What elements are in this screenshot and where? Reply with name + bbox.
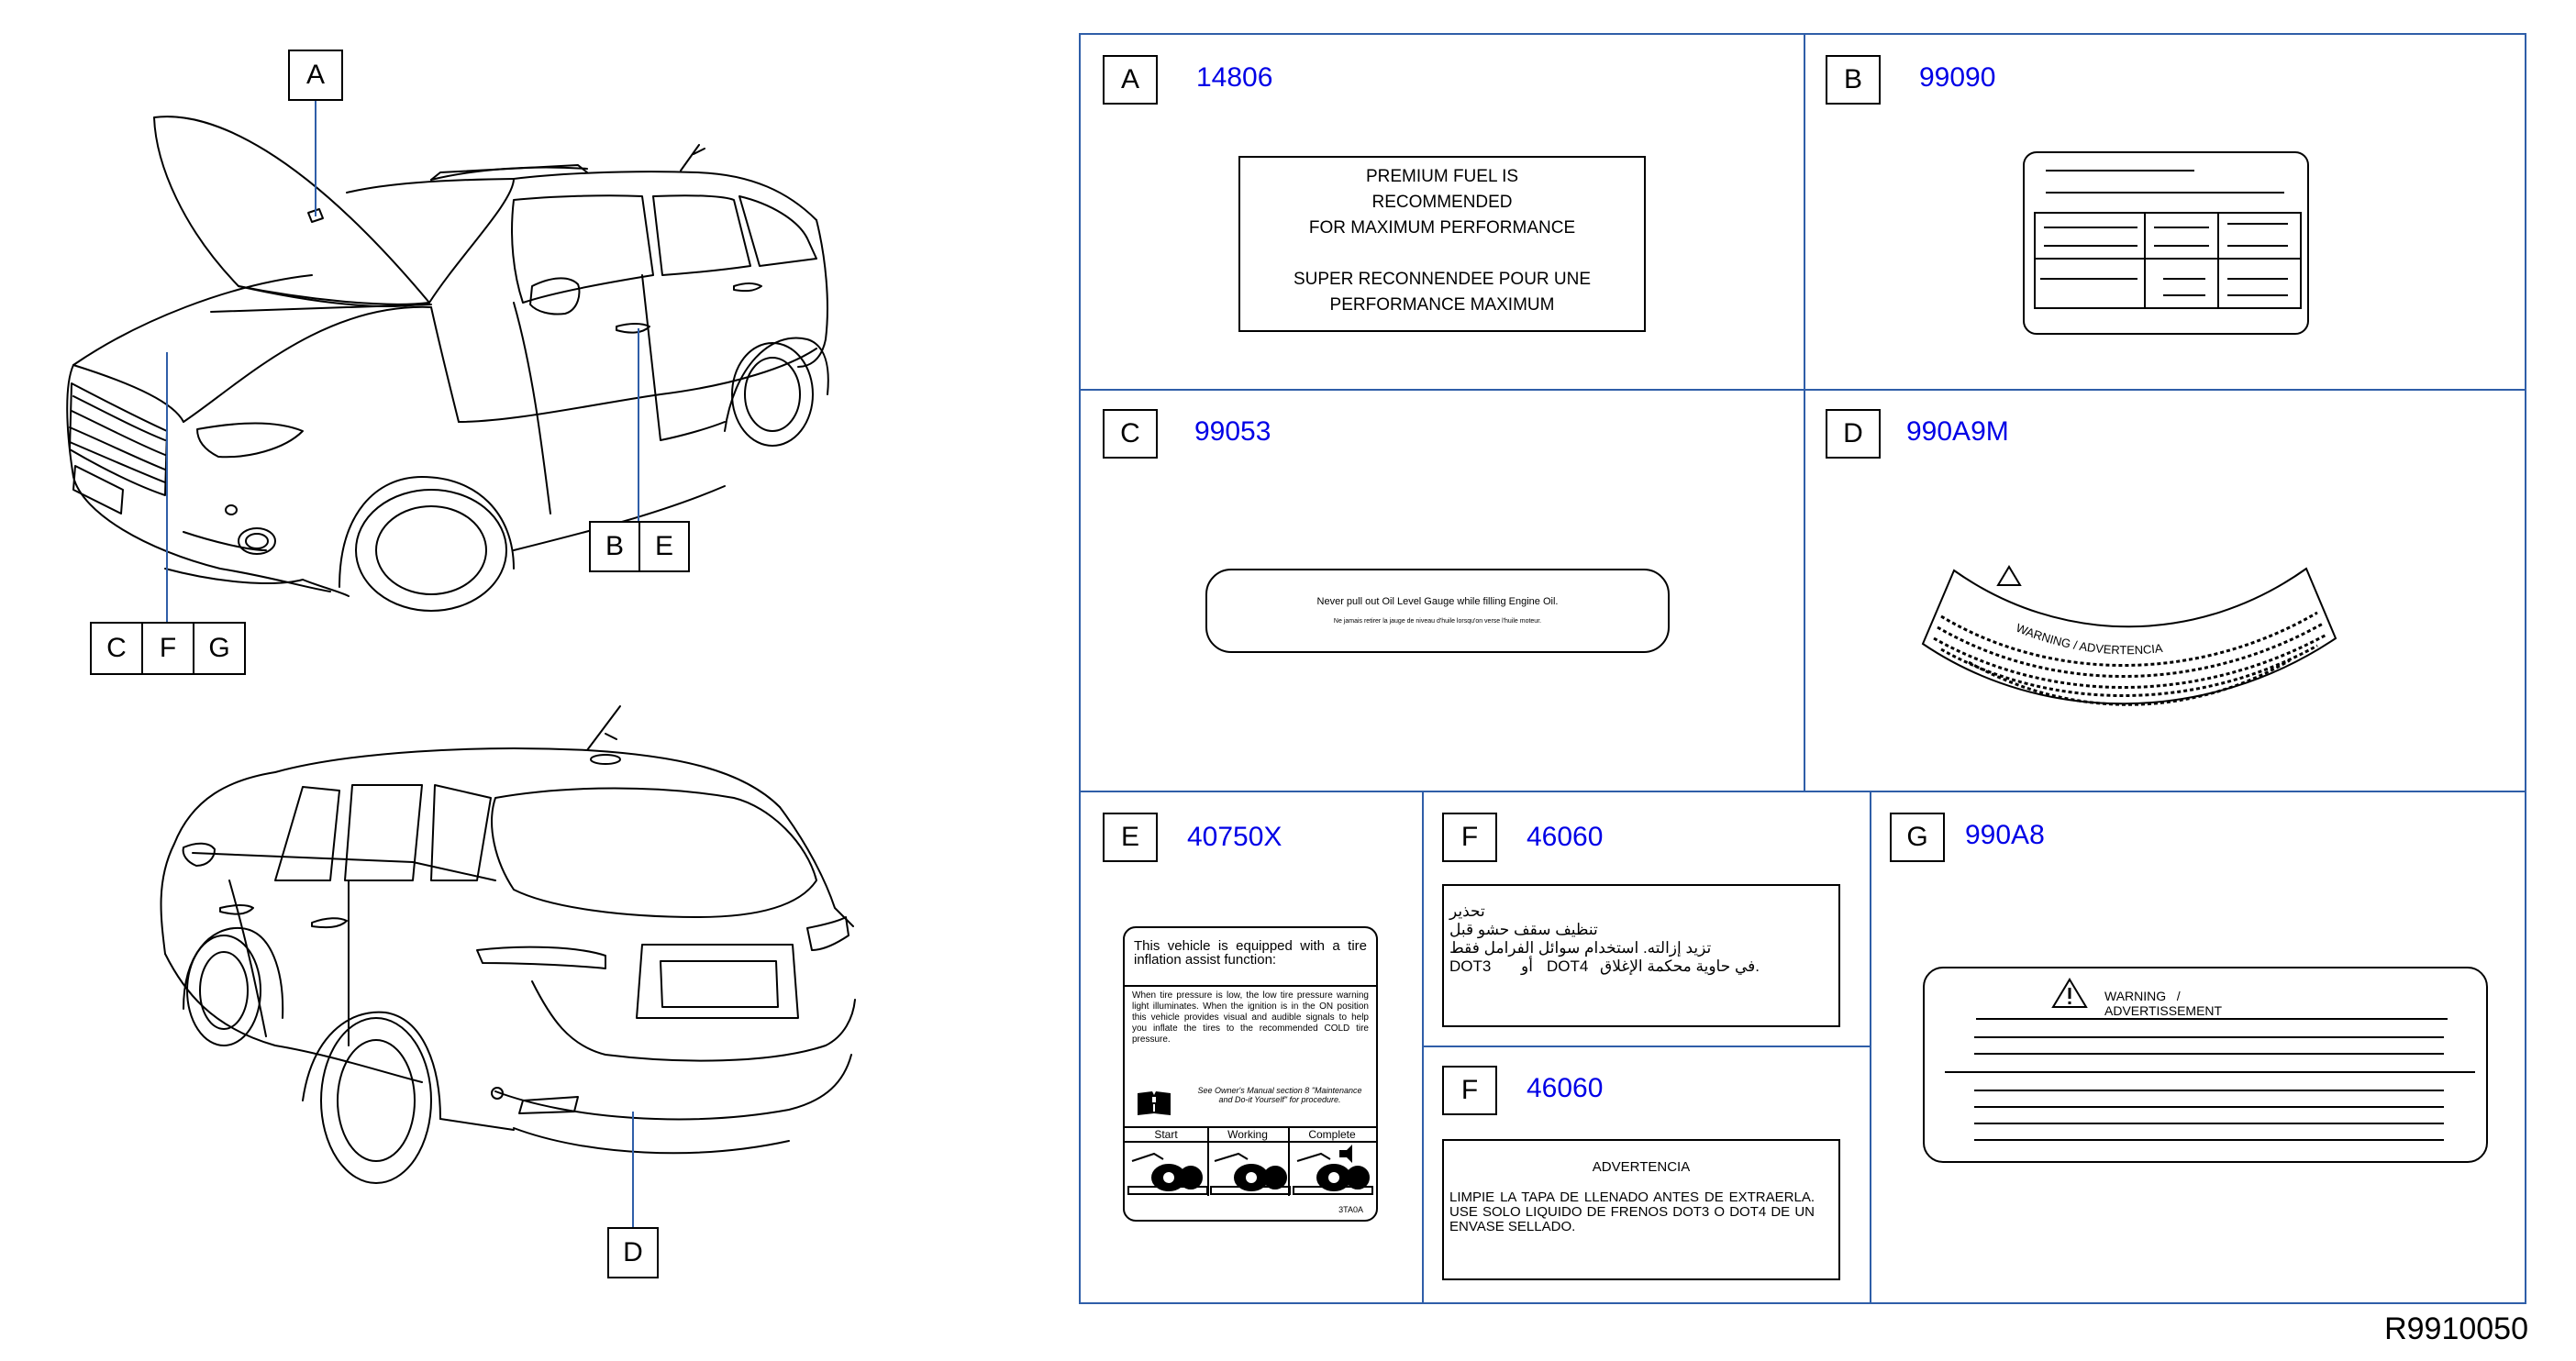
callout-d: D [607,1227,659,1278]
cell-f-arabic: F 46060 تحذير تنظيف سقف حشو قبل تزيد إزا… [1422,791,1871,1047]
tire-inflation-body: When tire pressure is low, the low tire … [1132,990,1369,1045]
advertencia-body: LIMPIE LA TAPA DE LLENADO ANTES DE EXTRA… [1449,1189,1815,1234]
part-number: 14806 [1196,62,1273,93]
part-number: 99090 [1919,62,1996,93]
part-number: 46060 [1527,822,1604,852]
cell-letter: E [1103,813,1158,862]
step-complete: Complete [1308,1128,1356,1141]
dot3: DOT3 [1449,957,1492,975]
cell-letter: F [1442,1066,1497,1115]
step-working: Working [1227,1128,1268,1141]
cell-letter: B [1826,55,1881,105]
cell-a: A 14806 PREMIUM FUEL IS RECOMMENDED FOR … [1081,35,1805,391]
arabic-title: تحذير [1449,902,1485,920]
tire-inflation-label: This vehicle is equipped with a tire inf… [1123,926,1378,1222]
cell-letter: D [1826,409,1881,459]
cell-letter: F [1442,813,1497,862]
cell-f-spanish: F 46060 ADVERTENCIA LIMPIE LA TAPA DE LL… [1422,1046,1871,1304]
cell-c: C 99053 Never pull out Oil Level Gauge w… [1081,389,1805,792]
label-line: PERFORMANCE MAXIMUM [1329,295,1555,315]
part-number: 40750X [1187,822,1282,852]
label-line: FOR MAXIMUM PERFORMANCE [1308,218,1576,238]
cell-b: B 99090 [1804,35,2526,391]
car-front-view-drawing [66,101,856,1229]
cell-e: E 40750X This vehicle is equipped with a… [1081,791,1424,1304]
cell-letter: C [1103,409,1158,459]
cell-letter: G [1890,813,1945,862]
oil-label-english: Never pull out Oil Level Gauge while fil… [1316,596,1559,607]
arabic-line-1: تنظيف سقف حشو قبل [1449,921,1598,938]
callout-b: B [589,521,640,572]
callout-g: G [193,622,246,675]
premium-fuel-label: PREMIUM FUEL IS RECOMMENDED FOR MAXIMUM … [1238,156,1646,332]
label-line: PREMIUM FUEL IS [1365,167,1519,186]
manual-note: See Owner's Manual section 8 "Maintenanc… [1197,1086,1362,1104]
brake-fluid-spanish-label: ADVERTENCIA LIMPIE LA TAPA DE LLENADO AN… [1442,1139,1840,1280]
tire-inflation-headline: This vehicle is equipped with a tire inf… [1134,938,1367,968]
cell-d: D 990A9M WARNING / ADVERTENCIA [1804,389,2526,792]
label-line: RECOMMENDED [1371,193,1513,212]
curved-warning-label-drawing: WARNING / ADVERTENCIA [1921,565,2337,706]
arabic-line-3: .في حاوية محكمة الإغلاق [1600,957,1760,975]
cell-letter: A [1103,55,1158,105]
callout-c: C [90,622,143,675]
diagram-code: R9910050 [2384,1311,2528,1346]
advertencia-title: ADVERTENCIA [1592,1159,1691,1175]
label-code: 3TA0A [1338,1205,1363,1214]
callout-a: A [288,50,343,101]
part-number: 990A8 [1965,820,2045,850]
callout-f: F [141,622,194,675]
label-line: SUPER RECONNENDEE POUR UNE [1293,270,1592,289]
part-number: 46060 [1527,1073,1604,1103]
tire-info-label-drawing [2023,151,2309,335]
label-grid: A 14806 PREMIUM FUEL IS RECOMMENDED FOR … [1079,33,2526,1304]
callout-e: E [638,521,690,572]
oil-label-french: Ne jamais retirer la jauge de niveau d'h… [1333,618,1542,625]
step-start: Start [1154,1128,1178,1141]
cell-g: G 990A8 WARNING / ADVERTISSEMENT [1870,791,2526,1304]
owners-manual-icon [1138,1091,1171,1115]
part-number: 990A9M [1906,416,2009,447]
tire-inflation-steps-drawing [1127,1145,1373,1195]
part-number: 99053 [1194,416,1271,447]
warning-word: WARNING / [2104,989,2181,1003]
oil-gauge-label: Never pull out Oil Level Gauge while fil… [1205,569,1670,653]
advertissement-word: ADVERTISSEMENT [2104,1003,2223,1018]
arabic-line-2: تزيد إزالته. استخدام سوائل الفرامل فقط [1449,939,1712,957]
warning-advertissement-label: WARNING / ADVERTISSEMENT [1923,967,2488,1163]
arabic-or: أو [1521,957,1533,975]
warning-triangle-icon [2051,978,2088,1008]
dot4: DOT4 [1547,957,1589,975]
brake-fluid-arabic-label: تحذير تنظيف سقف حشو قبل تزيد إزالته. است… [1442,884,1840,1027]
